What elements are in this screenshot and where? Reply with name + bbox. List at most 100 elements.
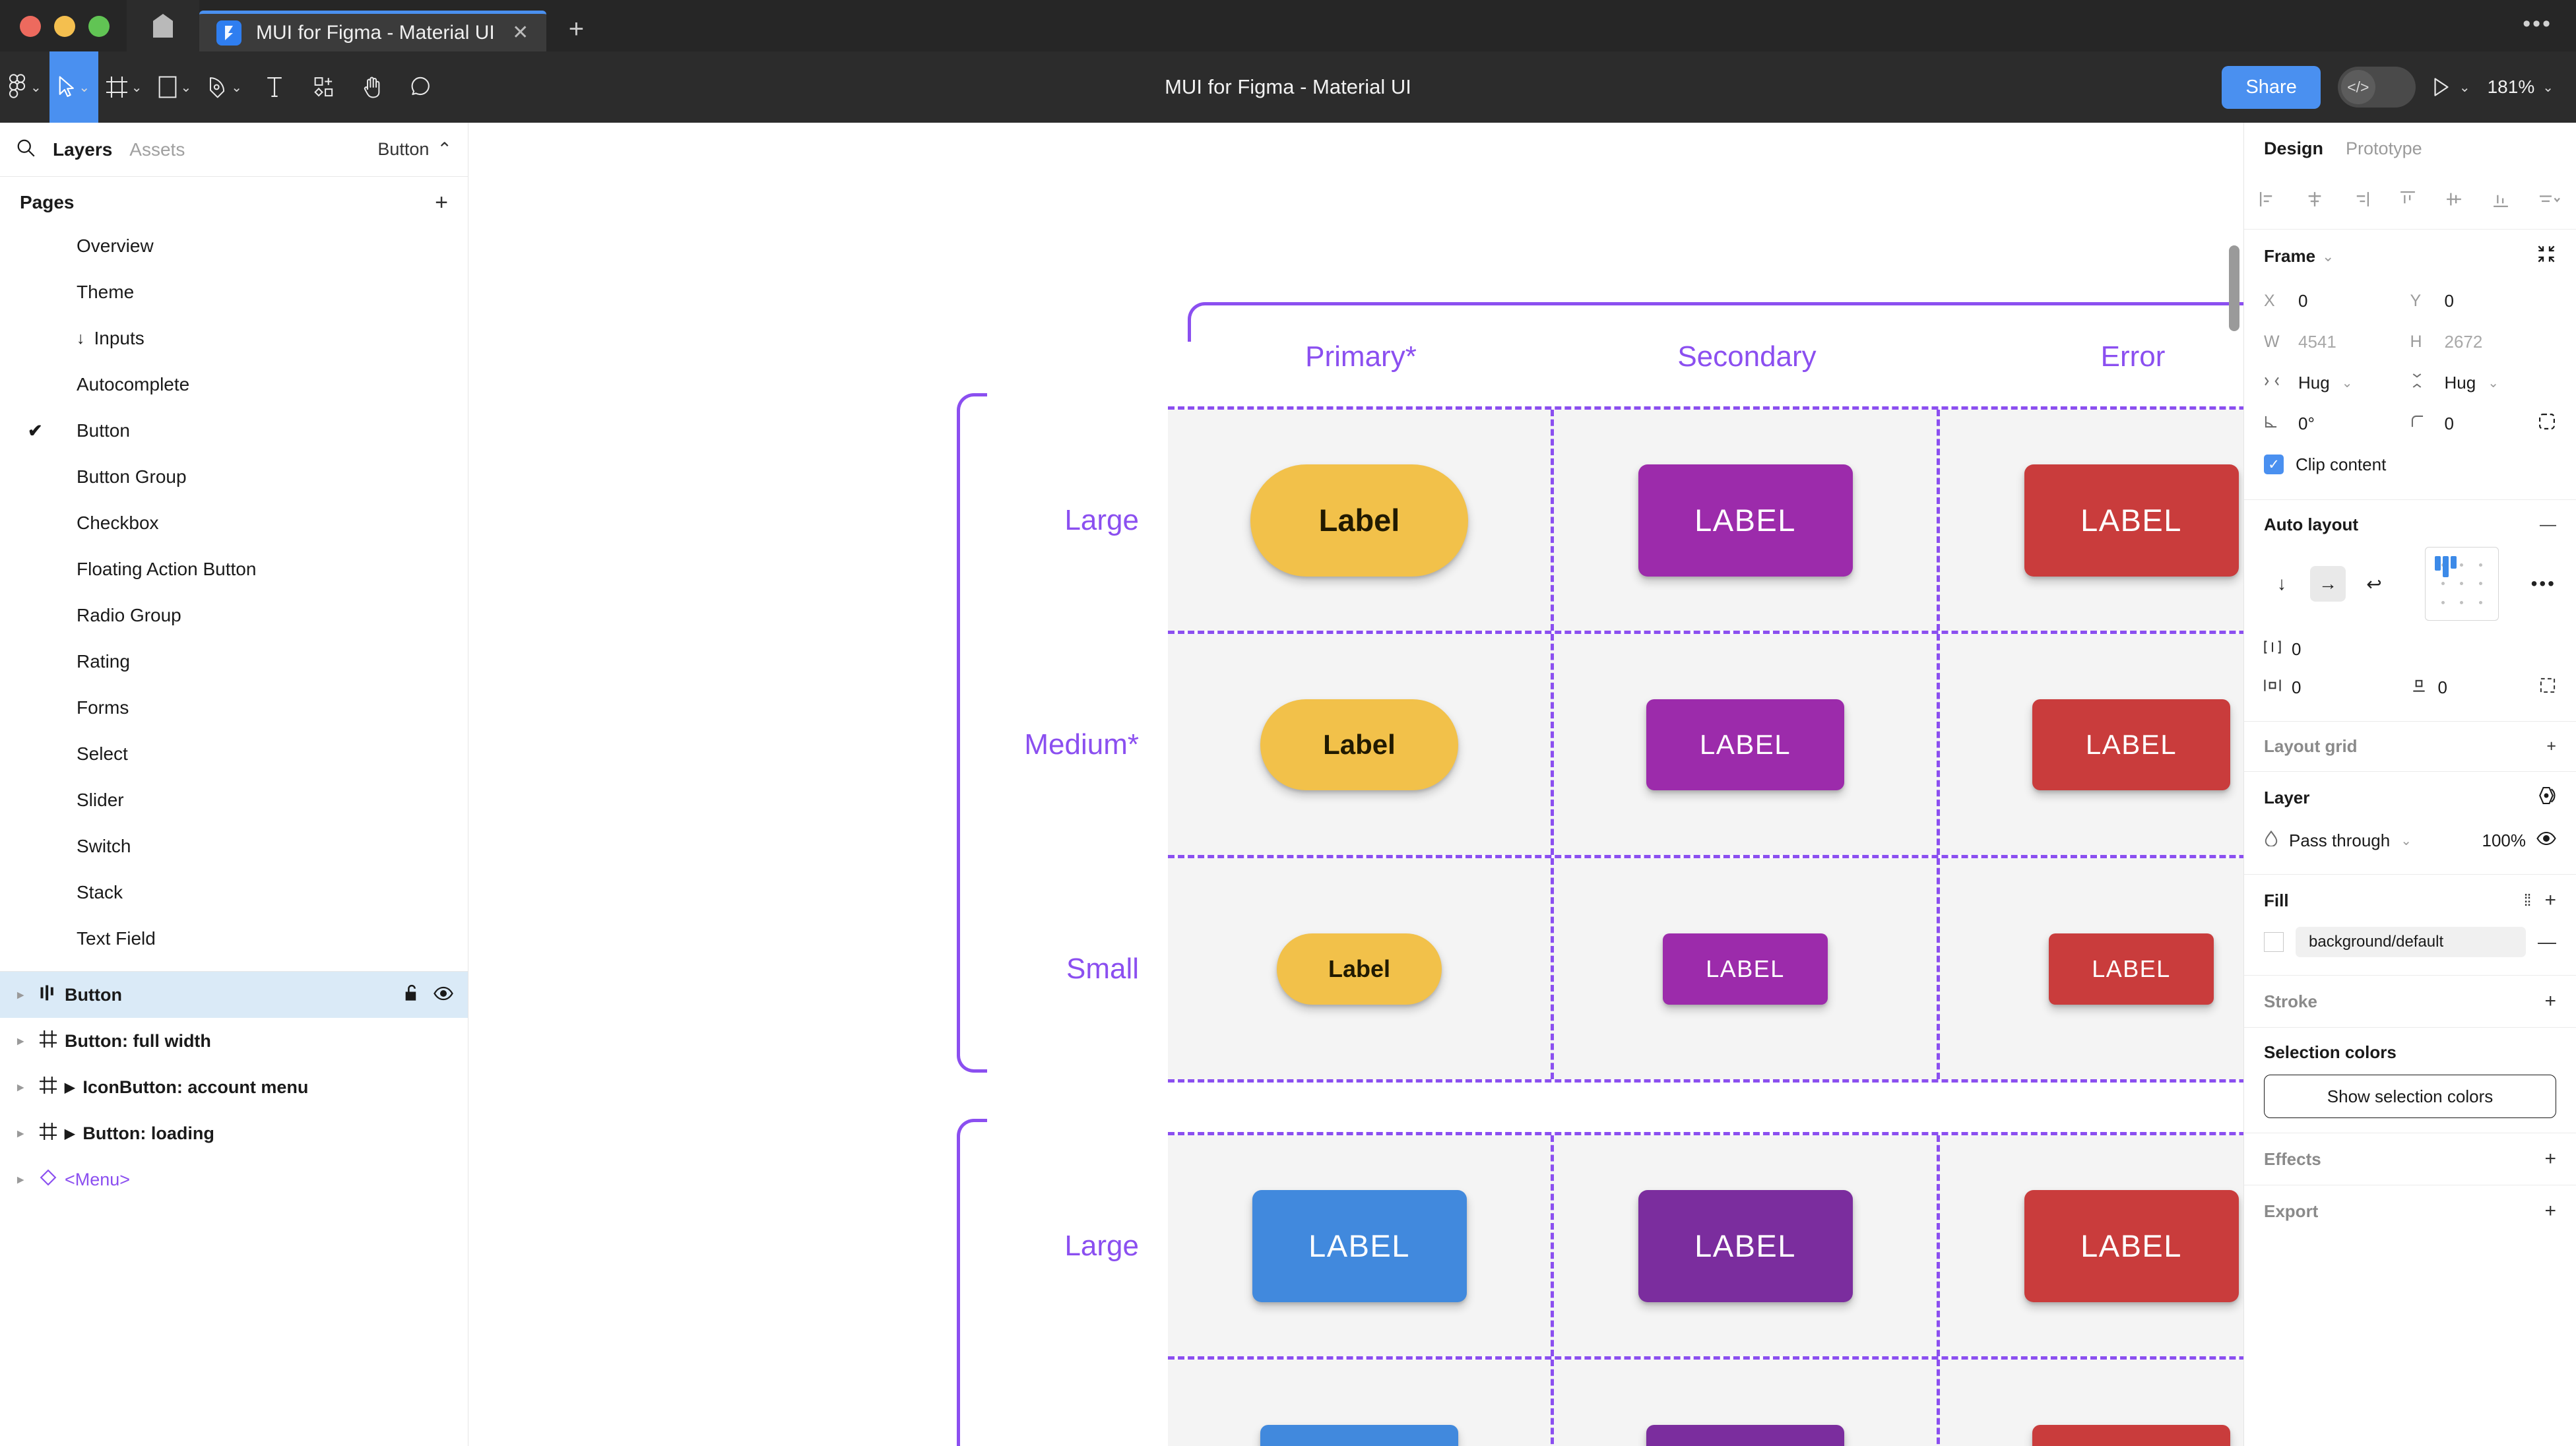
chevron-down-icon[interactable]: ⌄ bbox=[79, 80, 90, 95]
blend-mode-value[interactable]: Pass through bbox=[2289, 830, 2391, 850]
fill-styles-icon[interactable]: ⁞⁞ bbox=[2523, 891, 2532, 910]
layer-row[interactable]: ▸Button: full width bbox=[0, 1018, 468, 1064]
y-value[interactable]: 0 bbox=[2444, 290, 2454, 311]
comment-tool-icon[interactable] bbox=[397, 51, 445, 123]
vertical-resize-value[interactable]: Hug bbox=[2444, 372, 2476, 393]
canvas-vertical-scrollbar[interactable] bbox=[2229, 245, 2239, 331]
shape-tool-icon[interactable]: ⌄ bbox=[150, 51, 200, 123]
individual-padding-icon[interactable] bbox=[2539, 677, 2556, 699]
hand-tool-icon[interactable] bbox=[348, 51, 397, 123]
tab-assets[interactable]: Assets bbox=[129, 139, 185, 160]
gap-value[interactable]: 0 bbox=[2292, 639, 2302, 659]
present-button[interactable]: ⌄ bbox=[2433, 77, 2470, 97]
width-value[interactable]: 4541 bbox=[2298, 331, 2336, 352]
add-stroke-button[interactable]: + bbox=[2544, 990, 2556, 1012]
material-button-primary-md[interactable]: LABEL bbox=[1260, 1424, 1458, 1446]
align-bottom-icon[interactable] bbox=[2492, 190, 2510, 213]
align-left-icon[interactable] bbox=[2259, 190, 2277, 213]
remove-fill-button[interactable]: — bbox=[2538, 931, 2556, 952]
add-export-button[interactable]: + bbox=[2544, 1200, 2556, 1222]
material-button-secondary-lg[interactable]: LABEL bbox=[1638, 1189, 1853, 1302]
page-item-inputs[interactable]: ↓Inputs bbox=[0, 315, 468, 362]
page-item-theme[interactable]: Theme bbox=[0, 269, 468, 315]
close-tab-icon[interactable]: ✕ bbox=[512, 21, 529, 44]
page-item-forms[interactable]: Forms bbox=[0, 685, 468, 731]
auto-layout-vertical-icon[interactable]: ↓ bbox=[2277, 573, 2286, 594]
minimize-window-button[interactable] bbox=[54, 16, 75, 37]
tab-layers[interactable]: Layers bbox=[53, 139, 113, 160]
material-button-secondary-md[interactable]: LABEL bbox=[1646, 1424, 1844, 1446]
page-selector[interactable]: Button ⌃ bbox=[377, 139, 452, 160]
chevron-down-icon[interactable]: ⌄ bbox=[180, 80, 192, 95]
add-effect-button[interactable]: + bbox=[2544, 1148, 2556, 1170]
align-vertical-center-icon[interactable] bbox=[2445, 190, 2463, 213]
material-button-error-lg[interactable]: LABEL bbox=[2024, 1189, 2239, 1302]
page-item-text-field[interactable]: Text Field bbox=[0, 916, 468, 962]
page-item-radio-group[interactable]: Radio Group bbox=[0, 592, 468, 639]
browser-overflow-menu-icon[interactable]: ••• bbox=[2523, 11, 2552, 36]
material-button-error-md[interactable]: LABEL bbox=[2032, 699, 2230, 790]
chevron-down-icon[interactable]: ⌄ bbox=[2322, 247, 2334, 265]
page-item-stack[interactable]: Stack bbox=[0, 869, 468, 916]
independent-corners-icon[interactable] bbox=[2538, 412, 2556, 435]
distribute-menu-icon[interactable] bbox=[2538, 190, 2561, 213]
material-button-primary-lg[interactable]: Label bbox=[1250, 464, 1468, 577]
auto-layout-wrap-icon[interactable]: ↩ bbox=[2366, 573, 2382, 594]
expand-layer-icon[interactable]: ▸ bbox=[17, 1126, 24, 1141]
page-item-switch[interactable]: Switch bbox=[0, 823, 468, 869]
material-button-secondary-lg[interactable]: LABEL bbox=[1638, 464, 1853, 577]
home-button[interactable] bbox=[127, 0, 199, 51]
chevron-down-icon[interactable]: ⌄ bbox=[131, 80, 143, 95]
text-tool-icon[interactable] bbox=[250, 51, 299, 123]
collapse-frame-icon[interactable] bbox=[2536, 244, 2556, 268]
add-fill-button[interactable]: + bbox=[2544, 889, 2556, 911]
chevron-down-icon[interactable]: ⌄ bbox=[2400, 833, 2412, 848]
corner-radius-value[interactable]: 0 bbox=[2444, 413, 2454, 433]
share-button[interactable]: Share bbox=[2222, 65, 2321, 109]
align-horizontal-center-icon[interactable] bbox=[2305, 190, 2324, 213]
show-selection-colors-button[interactable]: Show selection colors bbox=[2264, 1075, 2556, 1118]
material-button-error-md[interactable]: LABEL bbox=[2032, 1424, 2230, 1446]
chevron-down-icon[interactable]: ⌄ bbox=[2459, 80, 2470, 95]
auto-layout-horizontal-icon[interactable]: → bbox=[2310, 566, 2346, 602]
material-button-primary-md[interactable]: Label bbox=[1260, 699, 1458, 790]
page-item-button[interactable]: ✔Button bbox=[0, 408, 468, 454]
layer-toggle-triangle-icon[interactable]: ▶ bbox=[65, 1080, 75, 1095]
chevron-down-icon[interactable]: ⌄ bbox=[2542, 80, 2554, 95]
close-window-button[interactable] bbox=[20, 16, 41, 37]
browser-tab[interactable]: MUI for Figma - Material UI ✕ bbox=[199, 11, 546, 51]
horizontal-padding-value[interactable]: 0 bbox=[2292, 677, 2302, 697]
chevron-down-icon[interactable]: ⌄ bbox=[231, 80, 243, 95]
frame-tool-icon[interactable]: ⌄ bbox=[98, 51, 150, 123]
figma-canvas[interactable]: Contained Primary*SecondaryErrorWarning … bbox=[468, 123, 2243, 1446]
align-right-icon[interactable] bbox=[2352, 190, 2370, 213]
chevron-down-icon[interactable]: ⌄ bbox=[2341, 375, 2353, 391]
auto-layout-more-options-icon[interactable]: ••• bbox=[2530, 573, 2556, 594]
tab-design[interactable]: Design bbox=[2264, 138, 2324, 158]
dev-mode-toggle[interactable]: </> bbox=[2337, 67, 2416, 108]
fill-style-token[interactable]: background/default bbox=[2296, 927, 2526, 957]
align-top-icon[interactable] bbox=[2399, 190, 2417, 213]
layer-row[interactable]: ▸Button bbox=[0, 972, 468, 1018]
expand-layer-icon[interactable]: ▸ bbox=[17, 1080, 24, 1094]
chevron-down-icon[interactable]: ⌄ bbox=[2488, 375, 2499, 391]
height-value[interactable]: 2672 bbox=[2444, 331, 2483, 352]
window-traffic-lights[interactable] bbox=[0, 16, 127, 51]
expand-layer-icon[interactable]: ▸ bbox=[17, 1034, 24, 1048]
tab-prototype[interactable]: Prototype bbox=[2346, 138, 2422, 158]
search-icon[interactable] bbox=[16, 138, 36, 161]
page-item-overview[interactable]: Overview bbox=[0, 223, 468, 269]
pen-tool-icon[interactable]: ⌄ bbox=[199, 51, 250, 123]
toggle-layer-visibility-icon[interactable] bbox=[434, 985, 453, 1005]
add-page-button[interactable]: + bbox=[435, 190, 448, 215]
remove-auto-layout-button[interactable]: — bbox=[2540, 515, 2556, 534]
layer-visibility-icon[interactable] bbox=[2536, 831, 2556, 850]
material-button-primary-lg[interactable]: LABEL bbox=[1252, 1189, 1467, 1302]
vertical-padding-value[interactable]: 0 bbox=[2437, 677, 2447, 697]
layer-toggle-triangle-icon[interactable]: ▶ bbox=[65, 1126, 75, 1141]
maximize-window-button[interactable] bbox=[88, 16, 110, 37]
page-item-rating[interactable]: Rating bbox=[0, 639, 468, 685]
horizontal-resize-value[interactable]: Hug bbox=[2298, 372, 2330, 393]
page-item-select[interactable]: Select bbox=[0, 731, 468, 777]
expand-layer-icon[interactable]: ▸ bbox=[17, 988, 24, 1002]
